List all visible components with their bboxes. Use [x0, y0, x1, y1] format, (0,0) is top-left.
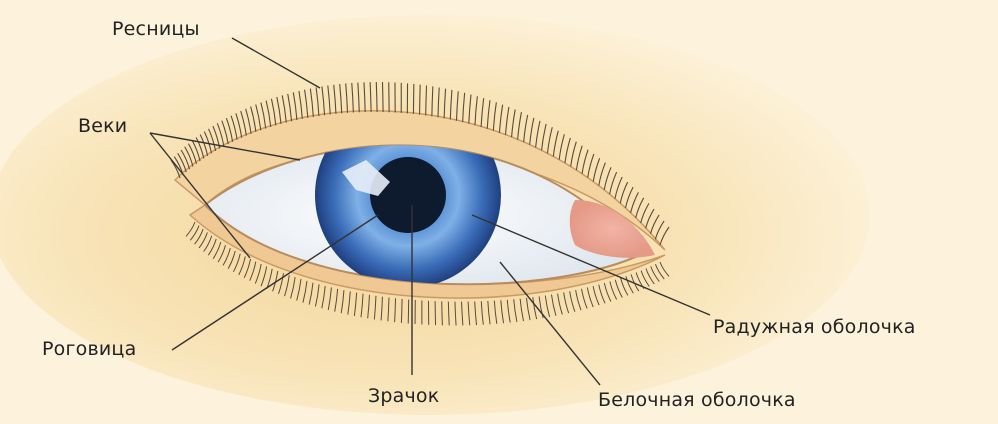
label-cornea: Роговица: [42, 338, 136, 360]
label-eyelashes: Ресницы: [112, 18, 200, 40]
label-pupil: Зрачок: [368, 385, 439, 407]
label-iris: Радужная оболочка: [713, 316, 916, 338]
label-sclera: Белочная оболочка: [598, 389, 796, 411]
pupil: [370, 157, 446, 233]
label-eyelids: Веки: [78, 115, 127, 137]
